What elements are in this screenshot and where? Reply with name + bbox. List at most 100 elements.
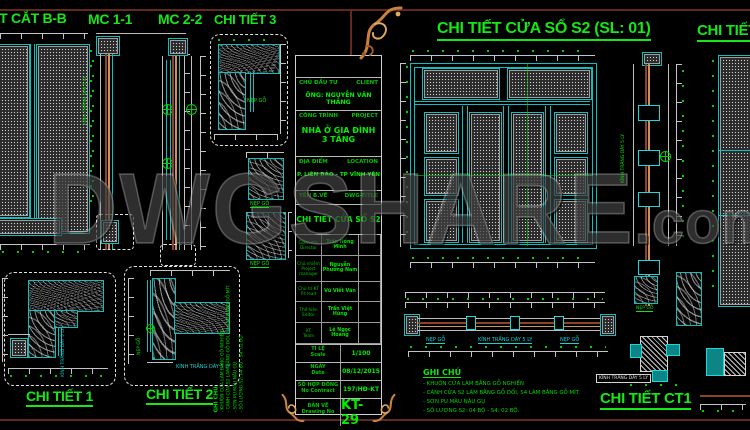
detail-callout-box <box>96 214 134 250</box>
frame-line <box>415 104 590 105</box>
corner-ornament-icon <box>372 393 396 423</box>
title-detail-1: CHI TIẾT 1 <box>26 388 93 407</box>
location-label-en: LOCATION <box>347 159 378 165</box>
label-wood-trim: NẸP GỖ <box>250 201 270 208</box>
personnel-name: Vũ Viết Văn <box>322 281 359 303</box>
personnel-signature <box>359 281 381 303</box>
personnel-name: Nguyễn Phương Nam <box>322 255 359 282</box>
jamb-block <box>404 314 420 336</box>
wood-section-line <box>418 322 600 324</box>
title-block-logo-cell <box>296 56 381 78</box>
window-frame <box>410 63 597 249</box>
dimension-line <box>214 134 278 140</box>
section-line <box>191 56 192 250</box>
note-line: - CÁNH CỬA S2 LÀM BẰNG GỖ DỔI, S4 LÀM BẰ… <box>423 390 581 396</box>
label-glass: KÍNH TRẮNG DÀY 5 LY <box>176 364 231 370</box>
plaster-hatch-block <box>640 336 668 372</box>
section-line <box>418 330 600 331</box>
heading-section-bb: MẶT CẮT B-B <box>0 10 67 26</box>
section-line <box>162 56 163 250</box>
window-panel <box>554 157 588 196</box>
rail-section <box>638 260 660 275</box>
title-block-dwg-title: CHI TIẾT CỬA SỔ S2 <box>296 205 381 235</box>
mullion-section <box>510 316 520 330</box>
glass-line <box>170 60 171 240</box>
scale-value: 1/100 <box>351 350 371 357</box>
location-label: ĐỊA ĐIỂM <box>299 159 328 165</box>
wood-frame-section <box>28 280 104 312</box>
title-window-s2: CHI TIẾT CỬA SỔ S2 (SL: 01) <box>437 20 651 41</box>
sheet-border-top <box>0 9 750 11</box>
date-value: 08/12/2015 <box>342 368 380 375</box>
project-name: NHÀ Ở GIA ĐÌNH <box>301 126 376 135</box>
wood-frame-section <box>28 310 56 358</box>
dimension-line <box>700 404 746 410</box>
frame-section-block <box>666 344 680 356</box>
window-panel <box>718 55 750 307</box>
corner-ornament-icon <box>359 6 403 60</box>
dimension-ticks <box>92 60 94 210</box>
frame-section-block <box>706 348 724 376</box>
project-name-2: 3 TẦNG <box>321 135 356 144</box>
dimension-line <box>676 64 682 246</box>
label-glass: KÍNH TRẮNG DÀY 5 LY <box>83 76 88 125</box>
frame-line <box>34 44 35 236</box>
wood-frame-section <box>218 72 246 130</box>
frame-line <box>718 150 750 151</box>
note-line: - CÁNH CỬA S2 LÀM BẰNG GỖ DỔI, S4 LÀM BẰ… <box>226 284 232 413</box>
lintel-hatch <box>96 36 120 56</box>
window-panel <box>554 199 588 243</box>
dimension-line <box>246 152 284 158</box>
title-detail-2: CHI TIẾT 2 <box>146 386 213 405</box>
label-wood-trim: NẸP GỖ <box>137 337 142 355</box>
label-wood-trim: NẸP GỖ <box>636 306 654 312</box>
dwg-title: CHI TIẾT CỬA SỔ S2 <box>296 215 381 224</box>
dimension-ticks <box>702 410 746 412</box>
section-line <box>100 54 101 250</box>
client-name: ÔNG: NGUYỄN VĂN THẮNG <box>305 92 372 106</box>
note-line: - SƠN PU MÀU NÂU GỤ <box>423 399 486 405</box>
wood-section-line <box>108 54 110 250</box>
frame-section-block <box>652 370 668 382</box>
section-line <box>147 362 173 363</box>
glass-line <box>253 72 254 112</box>
dimension-line <box>405 292 605 298</box>
mullion-line <box>508 106 509 243</box>
dimension-ticks <box>406 66 408 244</box>
section-line <box>8 334 30 335</box>
client-label: CHỦ ĐẦU TƯ <box>299 80 338 86</box>
project-label-en: PROJECT <box>351 113 378 119</box>
dwg-label: TÊN B.VẼ <box>299 193 328 199</box>
glass-line <box>150 280 151 352</box>
mullion-line <box>550 106 551 243</box>
dimension-line <box>410 55 595 61</box>
title-detail-ct1: CHI TIẾT CT1 <box>600 390 692 410</box>
window-panel <box>469 112 502 243</box>
label-glass: KÍNH TRẮNG DÀY 5 LY <box>596 374 651 383</box>
wood-section-line <box>172 56 174 250</box>
corner-ornament-icon <box>281 393 305 423</box>
note-line: - KHUÔN CỬA LÀM BẰNG GỖ NGHIẾN <box>423 381 524 387</box>
label-wood-trim: NẸP GỖ <box>247 98 267 104</box>
personnel-signature <box>359 302 381 324</box>
title-detail-partial: CHI TIẾT <box>697 22 750 42</box>
glass-line <box>61 328 62 356</box>
masonry-hatch-panel <box>36 44 90 234</box>
label-glass: KÍNH TRẮNG DÀY 5 LY <box>478 337 533 344</box>
dimension-line <box>128 278 134 364</box>
mullion-line <box>503 106 504 243</box>
window-panel <box>424 112 459 154</box>
wood-section-line <box>648 64 650 306</box>
dimension-line <box>96 33 186 34</box>
wood-frame-section <box>218 44 280 74</box>
section-line <box>633 64 634 246</box>
dimension-line <box>280 44 286 134</box>
personnel-name: Trần Việt Hùng <box>322 302 359 324</box>
